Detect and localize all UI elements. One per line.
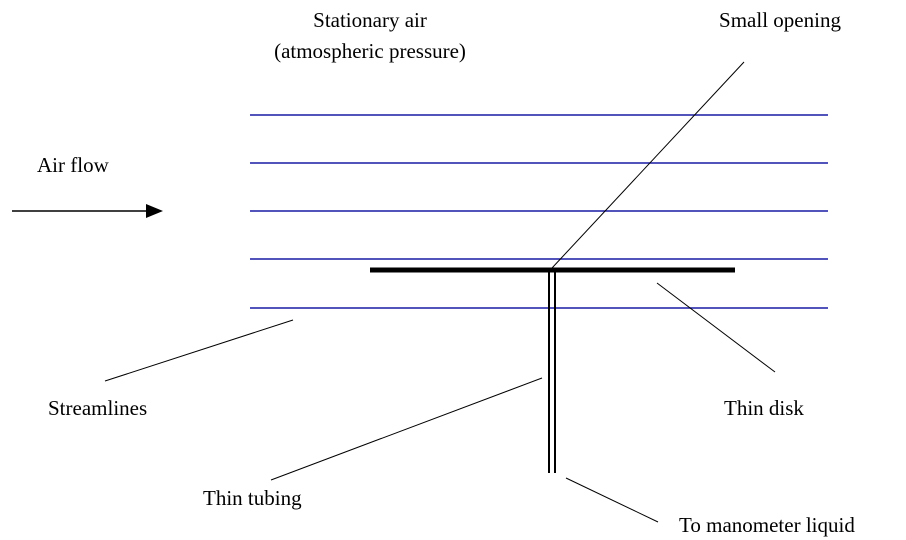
streamlines-group	[250, 114, 828, 309]
leader-streamlines	[104, 319, 294, 382]
label-small-opening: Small opening	[719, 8, 841, 32]
leader-manometer	[565, 477, 659, 523]
label-thin-tubing: Thin tubing	[203, 486, 302, 510]
leader-small-opening	[551, 61, 745, 269]
leader-thin-tubing	[270, 377, 543, 481]
label-streamlines: Streamlines	[48, 396, 147, 420]
thin-tubing	[548, 270, 556, 473]
arrowhead-icon	[146, 204, 163, 218]
air-flow-arrow	[12, 204, 163, 218]
label-thin-disk: Thin disk	[724, 396, 804, 420]
label-air-flow: Air flow	[37, 153, 110, 177]
label-stationary-air-1: Stationary air	[313, 8, 427, 32]
leader-thin-disk	[656, 282, 776, 373]
label-stationary-air-2: (atmospheric pressure)	[274, 39, 466, 63]
label-to-manometer: To manometer liquid	[679, 513, 855, 537]
leader-lines	[104, 61, 776, 523]
